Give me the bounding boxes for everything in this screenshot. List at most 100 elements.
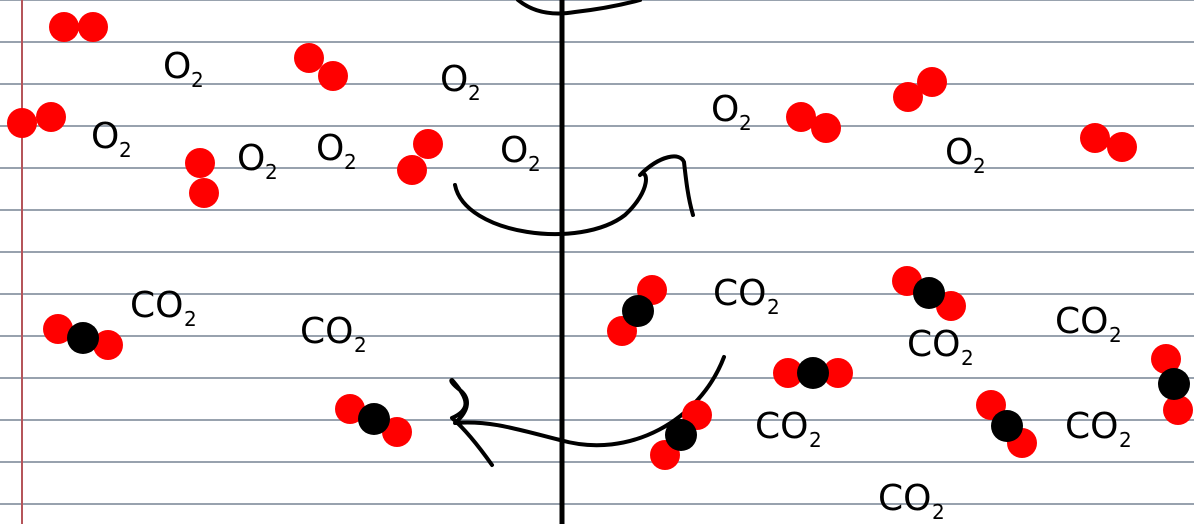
oxygen-atom bbox=[413, 129, 443, 159]
o2-label-formula: O bbox=[316, 128, 344, 169]
oxygen-atom bbox=[397, 155, 427, 185]
co2-label-formula: CO bbox=[713, 273, 766, 314]
co2-molecule bbox=[650, 400, 712, 470]
co2-molecule bbox=[607, 275, 667, 346]
oxygen-atom bbox=[786, 102, 816, 132]
oxygen-atom bbox=[49, 12, 79, 42]
oxygen-atom bbox=[917, 67, 947, 97]
o2-molecule bbox=[786, 102, 841, 143]
carbon-atom bbox=[913, 277, 945, 309]
o2-label-subscript: 2 bbox=[973, 154, 986, 178]
carbon-atom bbox=[358, 403, 390, 435]
co2-molecule bbox=[773, 357, 853, 389]
co2-label-subscript: 2 bbox=[354, 333, 367, 357]
o2-molecule bbox=[294, 43, 348, 91]
molecules-layer bbox=[7, 12, 1193, 470]
co2-label-subscript: 2 bbox=[932, 500, 945, 524]
o2-label-formula: O bbox=[440, 59, 468, 100]
oxygen-atom bbox=[1151, 344, 1181, 374]
co2-label-subscript: 2 bbox=[809, 428, 822, 452]
o2-label-subscript: 2 bbox=[468, 81, 481, 105]
oxygen-atom bbox=[1080, 123, 1110, 153]
oxygen-atom bbox=[36, 102, 66, 132]
co2-label-formula: CO bbox=[755, 406, 808, 447]
carbon-atom bbox=[991, 410, 1023, 442]
co2-molecule bbox=[892, 266, 966, 321]
oxygen-atom bbox=[318, 61, 348, 91]
co2-label-formula: CO bbox=[878, 478, 931, 519]
o2-label-formula: O bbox=[711, 89, 739, 130]
co2-diffusion-arrow bbox=[449, 355, 726, 467]
co2-label-subscript: 2 bbox=[184, 307, 197, 331]
o2-molecule bbox=[49, 12, 108, 42]
o2-label-subscript: 2 bbox=[344, 150, 357, 174]
carbon-atom bbox=[665, 419, 697, 451]
oxygen-atom bbox=[294, 43, 324, 73]
carbon-atom bbox=[622, 295, 654, 327]
oxygen-atom bbox=[811, 113, 841, 143]
o2-molecule bbox=[7, 102, 66, 138]
oxygen-atom bbox=[823, 358, 853, 388]
oxygen-atom bbox=[189, 178, 219, 208]
oxygen-atom bbox=[78, 12, 108, 42]
co2-label-subscript: 2 bbox=[767, 295, 780, 319]
oxygen-atom bbox=[1163, 395, 1193, 425]
o2-label-subscript: 2 bbox=[265, 160, 278, 184]
carbon-atom bbox=[67, 322, 99, 354]
o2-label-formula: O bbox=[945, 132, 973, 173]
co2-label-formula: CO bbox=[130, 285, 183, 326]
carbon-atom bbox=[1158, 368, 1190, 400]
oxygen-atom bbox=[185, 148, 215, 178]
oxygen-atom bbox=[773, 358, 803, 388]
oxygen-atom bbox=[382, 417, 412, 447]
o2-molecule bbox=[893, 67, 947, 112]
co2-label-subscript: 2 bbox=[1119, 428, 1132, 452]
o2-label-subscript: 2 bbox=[528, 152, 541, 176]
co2-molecule bbox=[1151, 344, 1193, 425]
co2-label-formula: CO bbox=[907, 324, 960, 365]
top-ink-curve bbox=[516, 0, 642, 16]
oxygen-atom bbox=[893, 82, 923, 112]
oxygen-atom bbox=[335, 394, 365, 424]
o2-label-subscript: 2 bbox=[119, 138, 132, 162]
co2-molecule bbox=[43, 314, 123, 360]
o2-molecule bbox=[397, 129, 443, 185]
oxygen-atom bbox=[93, 330, 123, 360]
co2-label-formula: CO bbox=[300, 311, 353, 352]
o2-label-subscript: 2 bbox=[739, 111, 752, 135]
o2-label-subscript: 2 bbox=[191, 68, 204, 92]
co2-label-subscript: 2 bbox=[1109, 323, 1122, 347]
co2-molecule bbox=[976, 390, 1037, 458]
oxygen-atom bbox=[1107, 132, 1137, 162]
o2-diffusion-arrow bbox=[453, 154, 695, 236]
oxygen-atom bbox=[43, 314, 73, 344]
carbon-atom bbox=[797, 357, 829, 389]
o2-label-formula: O bbox=[237, 138, 265, 179]
co2-label-subscript: 2 bbox=[961, 346, 974, 370]
co2-molecule bbox=[335, 394, 412, 447]
o2-label-formula: O bbox=[500, 130, 528, 171]
o2-molecule bbox=[185, 148, 219, 208]
o2-molecule bbox=[1080, 123, 1137, 162]
co2-label-formula: CO bbox=[1065, 406, 1118, 447]
o2-label-formula: O bbox=[91, 116, 119, 157]
co2-label-formula: CO bbox=[1055, 301, 1108, 342]
